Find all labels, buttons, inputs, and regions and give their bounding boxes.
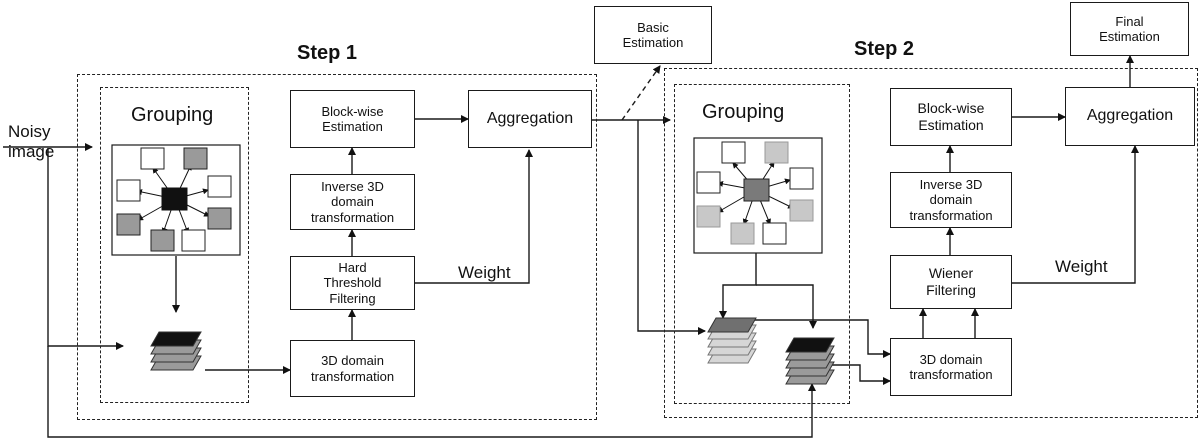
step1-grouping-container xyxy=(100,87,249,403)
s1-blockwise-estimation-box: Block-wise Estimation xyxy=(290,90,415,148)
agg-to-basic-dashed-arrow xyxy=(621,65,661,121)
s2-basic-block-stack xyxy=(707,317,757,364)
s2-blockwise-estimation-box: Block-wise Estimation xyxy=(890,88,1012,146)
step2-container xyxy=(664,68,1198,418)
step2-title: Step 2 xyxy=(854,38,915,60)
step1-container xyxy=(77,74,597,420)
s2-grouping-split-right-arrow xyxy=(756,284,817,329)
s2-weight-arrow xyxy=(1010,145,1139,284)
step2-grouping-label: Grouping xyxy=(702,101,785,123)
step2-grouping-container xyxy=(674,84,850,404)
s2-aggregation-box: Aggregation xyxy=(1065,87,1195,146)
basic-estimation-box: Basic Estimation xyxy=(594,6,712,64)
s2-reference-block xyxy=(743,178,770,202)
s1-block-stack xyxy=(150,331,202,371)
s1-weight-arrow xyxy=(415,149,533,284)
s1-reference-block xyxy=(161,187,188,211)
s2-grouping-illustration xyxy=(693,137,823,254)
s1-3d-domain-box: 3D domain transformation xyxy=(290,340,415,397)
s2-noisy-block-stack xyxy=(785,337,835,385)
step1-title: Step 1 xyxy=(297,42,358,64)
input-bottom-route-arrow xyxy=(47,346,816,438)
step1-grouping-label: Grouping xyxy=(131,104,214,126)
noisy-image-label: Noisy image xyxy=(8,122,55,161)
s2-wiener-filtering-box: Wiener Filtering xyxy=(890,255,1012,309)
s1-inverse-3d-box: Inverse 3D domain transformation xyxy=(290,174,415,230)
s2-stack2-to-3d-arrow xyxy=(750,319,891,358)
basic-to-stack2-arrow xyxy=(637,120,706,335)
s1-aggregation-box: Aggregation xyxy=(468,90,592,148)
s2-stack3-to-3d-arrow xyxy=(832,364,891,385)
step2-weight-label: Weight xyxy=(1055,257,1108,276)
step1-weight-label: Weight xyxy=(458,263,511,282)
s1-hard-threshold-box: Hard Threshold Filtering xyxy=(290,256,415,310)
s2-inverse-3d-box: Inverse 3D domain transformation xyxy=(890,172,1012,228)
final-estimation-box: Final Estimation xyxy=(1070,2,1189,56)
s2-3d-domain-box: 3D domain transformation xyxy=(890,338,1012,396)
s1-grouping-illustration xyxy=(111,144,241,256)
s2-grouping-split-left-arrow xyxy=(719,253,757,319)
